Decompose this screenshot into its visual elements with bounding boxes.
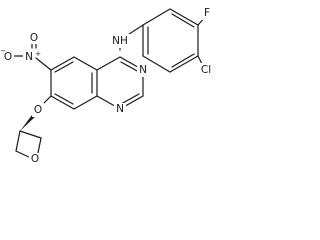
atom-thf-oxygen: O — [31, 153, 39, 165]
bond-thf-3 — [15, 150, 32, 159]
bond-thf-4 — [15, 130, 21, 152]
bond-aryl-3-inner — [171, 53, 195, 68]
bond-c2-n1-inner — [120, 93, 140, 105]
bond-aryl-3 — [169, 55, 199, 73]
atom-amine-nh: NH — [112, 35, 128, 47]
atom-chlorine: Cl — [201, 64, 211, 76]
bond-thf-1 — [19, 130, 42, 139]
atom-nitro-o-single: O — [4, 51, 12, 63]
nitro-plus-charge: + — [35, 50, 41, 58]
nitro-minus-charge: − — [0, 47, 6, 55]
atom-quinazoline-n3: N — [139, 64, 147, 76]
bond-c4a-c5 — [73, 56, 98, 71]
bond-c8-c8a — [73, 95, 98, 110]
atom-nitro-n: N — [25, 51, 33, 63]
atom-ether-oxygen: O — [34, 104, 42, 116]
bond-c7-o — [43, 95, 52, 104]
bond-thf-2 — [37, 137, 42, 154]
bond-c5-c6 — [50, 56, 75, 71]
bond-aryl-1-inner — [171, 13, 195, 28]
bond-c4a-c4 — [96, 56, 121, 71]
atom-nitro-o-double: O — [30, 32, 38, 44]
molecular-structure-diagram: F Cl NH N + O O − N N O O — [0, 6, 214, 166]
atom-fluorine: F — [204, 7, 210, 19]
atom-quinazoline-n1: N — [116, 103, 124, 115]
bond-c5-c6-inner — [54, 61, 74, 73]
bond-aryl-6 — [142, 8, 171, 26]
bond-c6-nitro — [35, 57, 52, 71]
bond-aryl-4 — [142, 55, 171, 73]
bond-c7-c8 — [50, 95, 75, 110]
bond-c7-c8-inner — [54, 93, 74, 105]
bond-c4-n3-inner — [120, 61, 140, 73]
bond-aryl-1 — [169, 8, 199, 26]
atom-label-layer: F Cl NH N + O O − N N O O — [0, 6, 214, 166]
bond-layer — [13, 8, 208, 159]
